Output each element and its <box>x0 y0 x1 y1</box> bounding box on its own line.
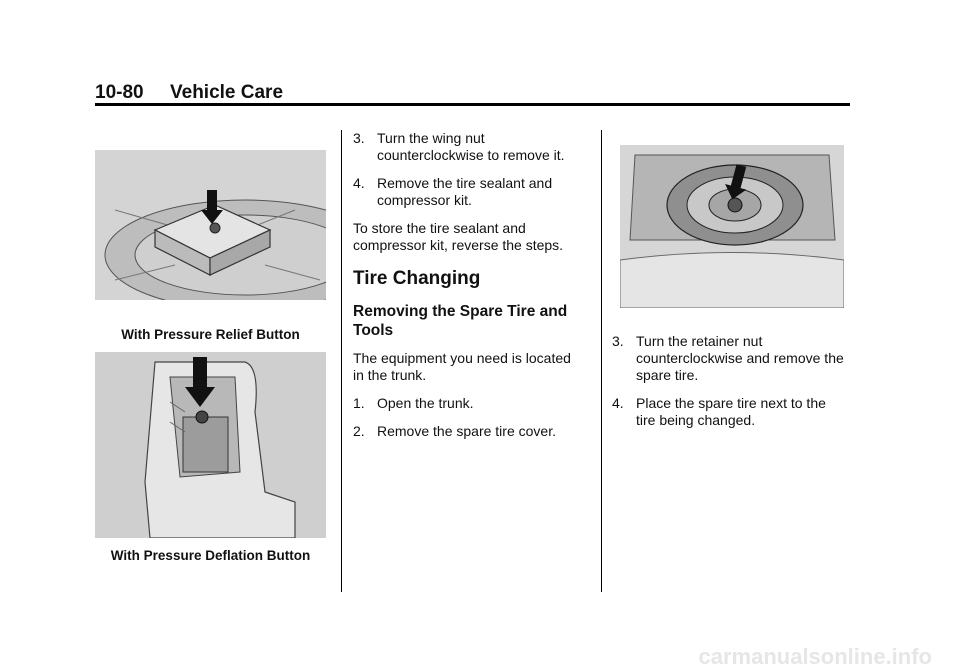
list-item: 4. Place the spare tire next to the tire… <box>612 395 847 429</box>
watermark: carmanualsonline.info <box>698 644 933 669</box>
step-number: 3. <box>353 130 365 146</box>
column-divider-left <box>341 130 342 592</box>
section-title: Vehicle Care <box>170 82 284 103</box>
step-text: Remove the spare tire cover. <box>377 423 556 439</box>
header-rule <box>95 103 850 106</box>
paragraph-store-kit: To store the tire sealant and compressor… <box>353 220 564 253</box>
figure-spare-tire <box>620 145 844 308</box>
figure-pressure-deflation <box>95 352 326 538</box>
step-number: 2. <box>353 423 365 439</box>
column-divider-right <box>601 130 602 592</box>
step-number: 3. <box>612 333 624 349</box>
section-heading: Tire Changing <box>353 268 481 289</box>
figure-pressure-relief <box>95 150 326 300</box>
right-column: 3. Turn the retainer nut counterclockwis… <box>612 333 847 440</box>
step-text: Place the spare tire next to the tire be… <box>636 395 826 428</box>
step-number: 4. <box>353 175 365 191</box>
step-number: 4. <box>612 395 624 411</box>
step-number: 1. <box>353 395 365 411</box>
paragraph-equipment: The equipment you need is located in the… <box>353 350 571 383</box>
list-item: 1. Open the trunk. <box>353 395 583 412</box>
list-item: 2. Remove the spare tire cover. <box>353 423 583 440</box>
figure-caption-relief: With Pressure Relief Button <box>121 327 300 342</box>
page-header: 10-80 Vehicle Care <box>95 82 850 106</box>
figure-caption-deflation: With Pressure Deflation Button <box>110 548 311 563</box>
list-item: 4. Remove the tire sealant and compresso… <box>353 175 583 209</box>
step-text: Turn the retainer nut counterclockwise a… <box>636 333 844 383</box>
middle-column: 3. Turn the wing nut counterclockwise to… <box>353 130 583 451</box>
page-number: 10-80 <box>95 82 144 103</box>
step-text: Remove the tire sealant and compressor k… <box>377 175 553 208</box>
step-text: Open the trunk. <box>377 395 474 411</box>
step-text: Turn the wing nut counterclockwise to re… <box>377 130 565 163</box>
list-item: 3. Turn the wing nut counterclockwise to… <box>353 130 583 164</box>
list-item: 3. Turn the retainer nut counterclockwis… <box>612 333 847 384</box>
subsection-heading: Removing the Spare Tire and Tools <box>353 303 568 339</box>
